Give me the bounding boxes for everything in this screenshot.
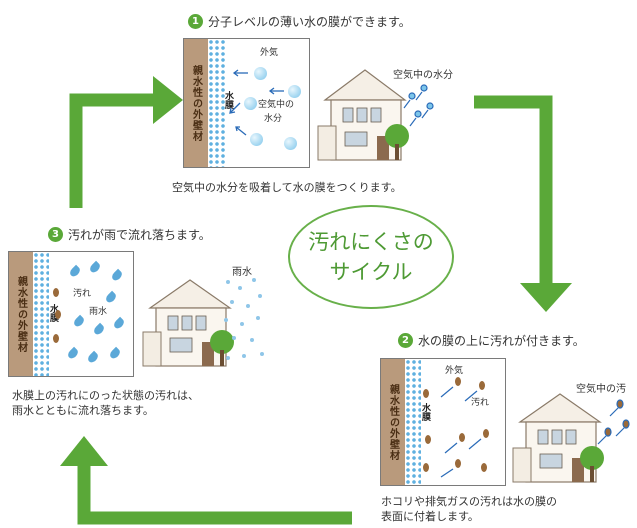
dirt-particle bbox=[425, 435, 431, 444]
cycle-title-line2: サイクル bbox=[329, 260, 413, 284]
dirt-label: 汚れ bbox=[73, 289, 92, 299]
dirt-arrows bbox=[440, 386, 482, 478]
dirt-particle bbox=[53, 334, 59, 343]
rain-drop bbox=[88, 260, 102, 275]
house-illustration-2 bbox=[512, 393, 604, 483]
step-3-heading: 3 汚れが雨で流れ落ちます。 bbox=[48, 226, 211, 243]
film-label: 水膜 bbox=[48, 304, 58, 322]
arrowhead-3-to-1 bbox=[153, 76, 183, 124]
arrowhead-1-to-2 bbox=[520, 283, 572, 312]
step-1-caption: 空気中の水分を吸着して水の膜をつくります。 bbox=[172, 181, 402, 194]
step-1-number: 1 bbox=[188, 14, 203, 29]
step-2-caption-line2: 表面に付着します。 bbox=[381, 510, 479, 523]
dirt-particle bbox=[423, 389, 429, 398]
water-molecule bbox=[254, 67, 267, 80]
rain-drop bbox=[112, 316, 126, 331]
cycle-title-line1: 汚れにくさの bbox=[308, 230, 434, 254]
film-label: 水膜 bbox=[420, 403, 430, 421]
house-illustration-1 bbox=[317, 69, 409, 161]
dirt-particle bbox=[455, 377, 461, 386]
step-3-caption-line2: 雨水とともに流れ落ちます。 bbox=[12, 404, 154, 417]
step-1-title: 分子レベルの薄い水の膜ができます。 bbox=[208, 15, 411, 29]
rain-dots bbox=[224, 278, 264, 360]
house-1-label: 空気中の水分 bbox=[393, 70, 453, 81]
step-2-caption-line1: ホコリや排気ガスの汚れは水の膜の bbox=[381, 495, 557, 508]
rain-label: 雨水 bbox=[89, 307, 108, 317]
film-label: 水膜 bbox=[223, 91, 233, 109]
moisture-label-1: 空気中の bbox=[258, 100, 295, 110]
rain-drop bbox=[68, 264, 82, 279]
step-3-caption-line1: 水膜上の汚れにのった状態の汚れは、 bbox=[12, 389, 199, 402]
exterior-wall: 親水性の外壁材 bbox=[381, 359, 405, 485]
cycle-center: 汚れにくさの サイクル bbox=[288, 205, 454, 309]
rain-drop bbox=[104, 290, 118, 305]
dirt-particle bbox=[479, 381, 485, 390]
moisture-arrows bbox=[403, 84, 434, 127]
water-molecule bbox=[284, 137, 297, 150]
water-molecule bbox=[288, 85, 301, 98]
step-3-caption: 水膜上の汚れにのった状態の汚れは、 雨水とともに流れ落ちます。 bbox=[12, 388, 199, 418]
absorb-arrows bbox=[229, 69, 284, 136]
step-1-heading: 1 分子レベルの薄い水の膜ができます。 bbox=[188, 13, 411, 30]
water-film bbox=[33, 252, 49, 376]
arrow-3-to-1 bbox=[69, 93, 158, 208]
rain-drop bbox=[72, 314, 86, 329]
step-2-number: 2 bbox=[398, 333, 413, 348]
step-2-title: 水の膜の上に汚れが付きます。 bbox=[418, 334, 585, 348]
step-2-heading: 2 水の膜の上に汚れが付きます。 bbox=[398, 332, 585, 349]
step-1-panel: 親水性の外壁材 水膜 外気 空気中の 水分 bbox=[183, 38, 310, 168]
dirt-particle bbox=[459, 433, 465, 442]
step-2-caption: ホコリや排気ガスの汚れは水の膜の 表面に付着します。 bbox=[381, 494, 557, 524]
step-3-panel: 親水性の外壁材 水膜 汚れ 雨水 bbox=[8, 251, 134, 377]
water-molecule bbox=[244, 97, 257, 110]
step-2-panel: 親水性の外壁材 水膜 外気 汚れ bbox=[380, 358, 506, 486]
rain-drop bbox=[92, 322, 106, 337]
dirt-particle bbox=[455, 459, 461, 468]
arrowhead-2-to-3 bbox=[60, 436, 108, 466]
arrow-2-to-3 bbox=[77, 460, 352, 525]
moisture-label-2: 水分 bbox=[264, 114, 283, 124]
exterior-wall: 親水性の外壁材 bbox=[9, 252, 33, 376]
dirt-particle bbox=[53, 288, 59, 297]
water-film bbox=[208, 39, 226, 167]
exterior-wall: 親水性の外壁材 bbox=[184, 39, 208, 167]
house-3-label: 雨水 bbox=[232, 267, 252, 278]
dirt-label: 汚れ bbox=[471, 398, 490, 408]
dirt-particle bbox=[481, 463, 487, 472]
arrow-1-to-2 bbox=[474, 95, 553, 290]
dirt-arrows-outside bbox=[597, 399, 630, 445]
water-film bbox=[405, 359, 421, 485]
water-molecule bbox=[250, 133, 263, 146]
rain-drop bbox=[110, 268, 124, 283]
dirt-particle bbox=[483, 429, 489, 438]
house-illustration-3 bbox=[142, 279, 234, 367]
rain-drop bbox=[66, 346, 80, 361]
rain-drop bbox=[86, 350, 100, 365]
dirt-particle bbox=[423, 463, 429, 472]
outside-air-label: 外気 bbox=[260, 48, 279, 58]
dirt-particle bbox=[55, 310, 61, 319]
outside-air-label: 外気 bbox=[445, 366, 464, 376]
step-3-title: 汚れが雨で流れ落ちます。 bbox=[68, 228, 211, 242]
step-3-number: 3 bbox=[48, 227, 63, 242]
rain-drop bbox=[108, 346, 122, 361]
house-2-label: 空気中の汚 bbox=[576, 384, 626, 395]
